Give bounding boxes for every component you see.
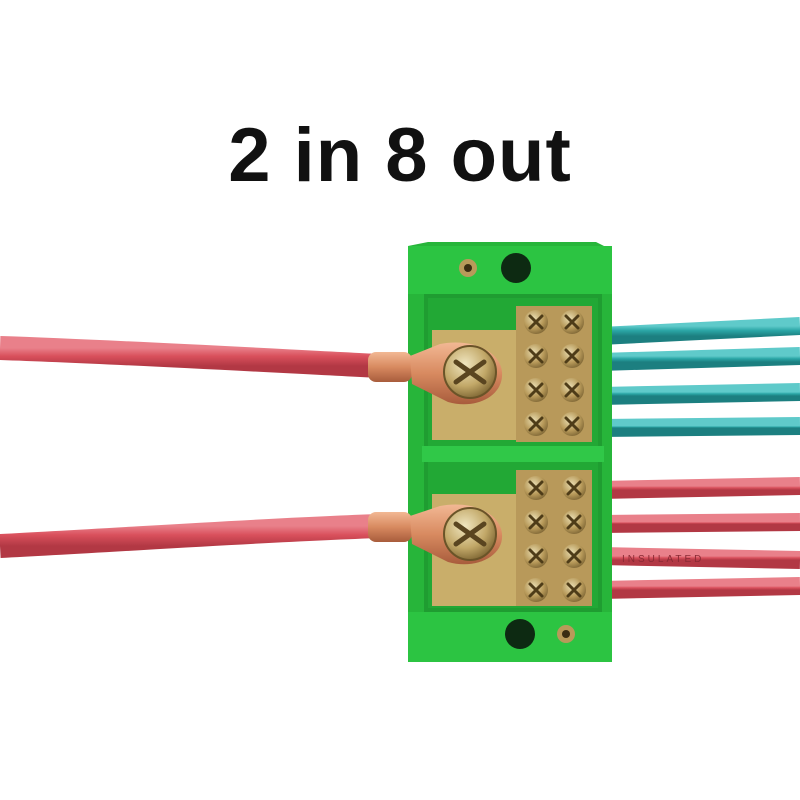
input-wire-top — [0, 336, 381, 378]
small-screws-bottom — [524, 476, 586, 602]
main-screw-top — [443, 345, 497, 399]
small-screws-top — [524, 310, 584, 436]
wire-print-label: INSULATED — [622, 554, 704, 565]
main-screw-bottom — [443, 507, 497, 561]
output-wires-red — [599, 477, 800, 599]
input-wire-bottom — [0, 514, 381, 558]
output-wires-teal — [599, 317, 800, 437]
headline: 2 in 8 out — [228, 113, 572, 198]
